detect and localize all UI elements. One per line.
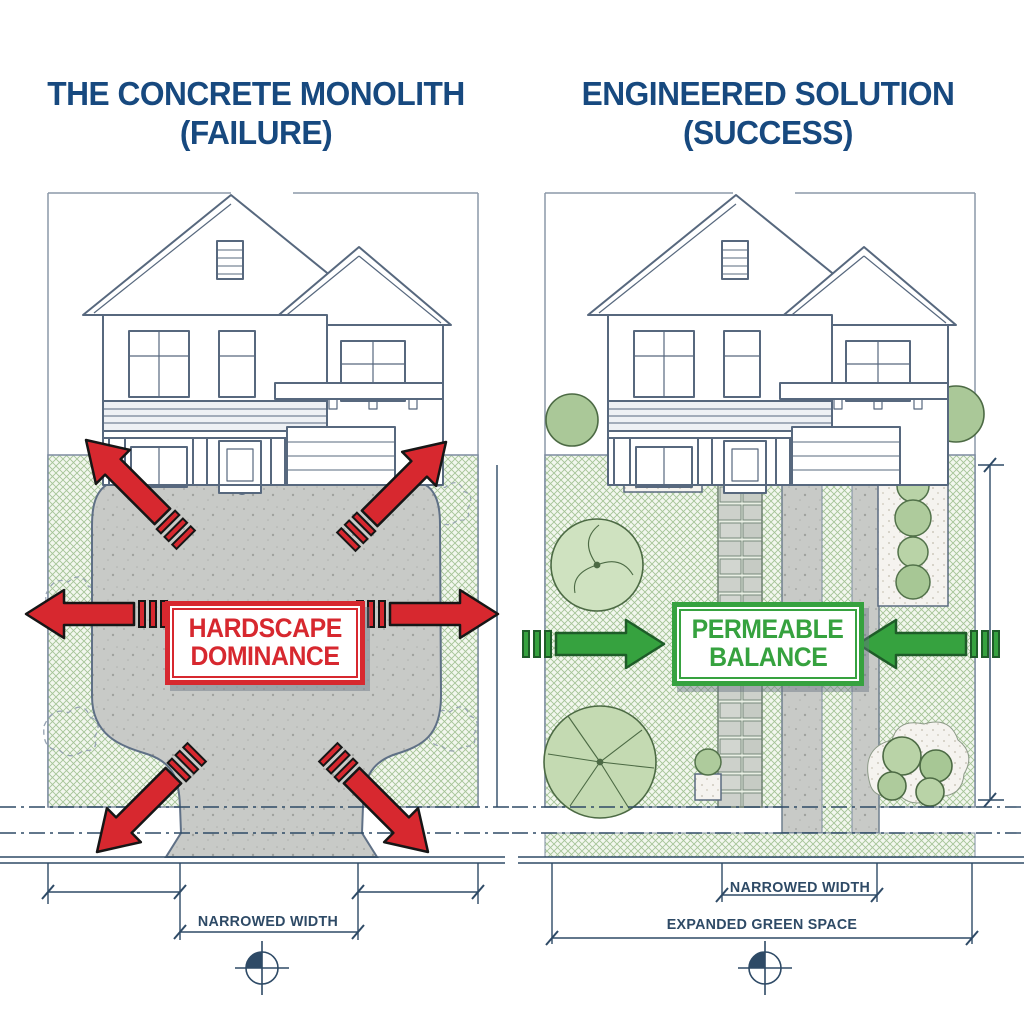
canopy-trees [543,385,985,819]
success-site-plan [512,192,1024,996]
callout-line2: DOMINANCE [190,641,340,671]
narrowed-width-label: NARROWED WIDTH [729,879,871,896]
success-title-line1: ENGINEERED SOLUTION [581,75,955,113]
survey-target-icon [737,940,793,996]
failure-title-line1: THE CONCRETE MONOLITH [47,75,465,113]
street-lines [512,806,1024,864]
parkway-green-strip [544,832,976,858]
hardscape-dominance-callout: HARDSCAPE DOMINANCE [165,601,365,685]
dimension-lines [545,457,1004,946]
dimension-lines [41,863,485,940]
panel-engineered-solution: ENGINEERED SOLUTION (SUCCESS) [512,0,1024,1024]
failure-title: THE CONCRETE MONOLITH (FAILURE) [10,75,502,152]
street-lines [0,465,512,864]
survey-target-icon [234,940,290,996]
callout-line1: PERMEABLE [692,614,844,645]
panel-concrete-monolith: THE CONCRETE MONOLITH (FAILURE) [0,75,512,996]
property-boundary [47,192,479,807]
property-boundary [544,192,976,807]
failure-title-line2: (FAILURE) [179,113,333,151]
success-title-line2: (SUCCESS) [683,113,853,151]
narrowed-width-label: NARROWED WIDTH [197,913,339,930]
success-title: ENGINEERED SOLUTION (SUCCESS) [522,75,1014,152]
permeable-balance-callout: PERMEABLE BALANCE [672,602,864,686]
house-drawing [587,194,957,494]
house-drawing [82,194,452,494]
expanded-green-space-label: EXPANDED GREEN SPACE [666,916,858,933]
callout-line1: HARDSCAPE [188,613,342,644]
failure-site-plan [0,192,512,996]
callout-line2: BALANCE [708,642,828,672]
